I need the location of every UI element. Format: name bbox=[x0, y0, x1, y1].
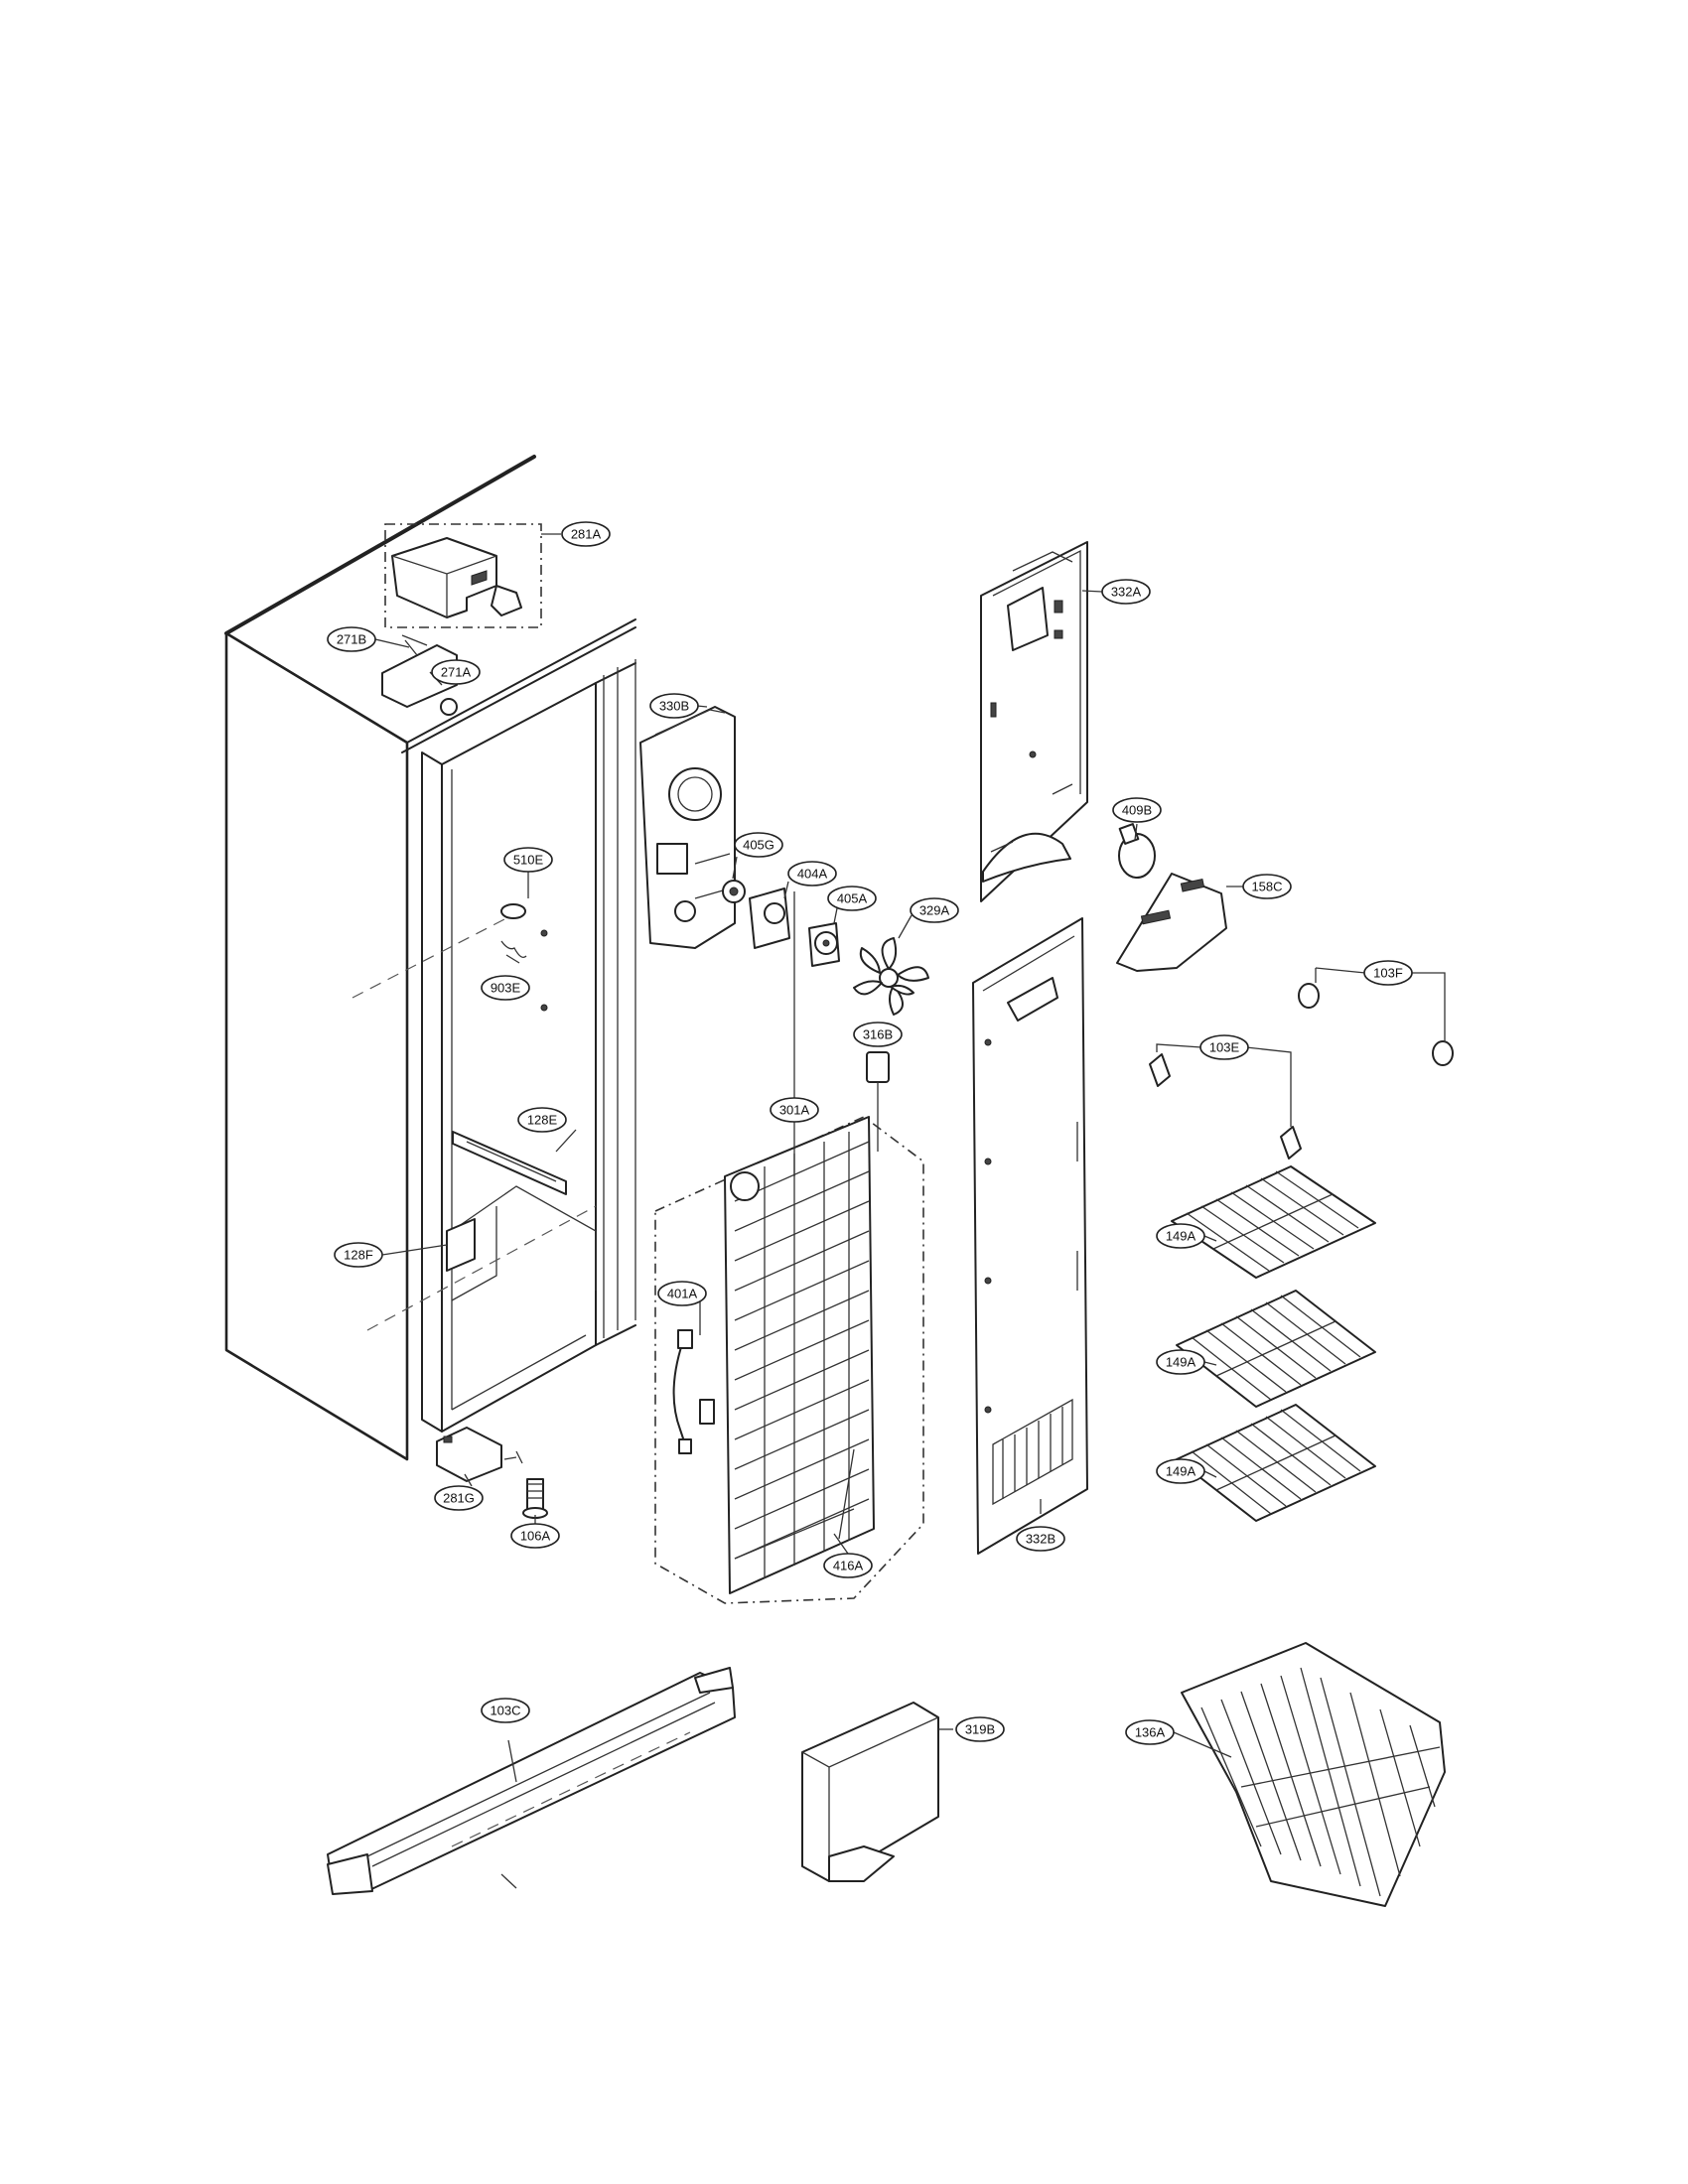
callout-409B: 409B bbox=[1112, 797, 1162, 823]
wire-harness bbox=[672, 1329, 715, 1454]
wire-shelf-3 bbox=[1176, 1404, 1376, 1522]
callout-903E: 903E bbox=[481, 975, 530, 1001]
svg-text:903E: 903E bbox=[491, 981, 521, 996]
callout-136A: 136A bbox=[1125, 1719, 1175, 1745]
svg-text:404A: 404A bbox=[797, 867, 828, 882]
wire-basket bbox=[1181, 1642, 1446, 1907]
svg-text:136A: 136A bbox=[1135, 1725, 1166, 1740]
shelf-supports bbox=[1149, 983, 1454, 1160]
upper-duct-panel bbox=[980, 541, 1088, 902]
svg-text:329A: 329A bbox=[919, 903, 950, 918]
callout-405A: 405A bbox=[827, 886, 877, 911]
svg-text:103E: 103E bbox=[1209, 1040, 1240, 1055]
callout-103C: 103C bbox=[481, 1698, 530, 1723]
light-bulb bbox=[1118, 823, 1156, 879]
callout-401A: 401A bbox=[657, 1281, 707, 1306]
svg-text:319B: 319B bbox=[965, 1722, 995, 1737]
freezer-cabinet bbox=[224, 455, 636, 1482]
lower-duct-cover bbox=[972, 917, 1088, 1555]
svg-text:103C: 103C bbox=[490, 1704, 520, 1718]
svg-text:128E: 128E bbox=[527, 1113, 558, 1128]
wire-shelf-1 bbox=[1171, 1165, 1376, 1279]
leader-lines bbox=[374, 533, 1446, 1783]
svg-text:416A: 416A bbox=[833, 1559, 864, 1573]
svg-text:405G: 405G bbox=[743, 838, 774, 853]
svg-text:316B: 316B bbox=[863, 1027, 893, 1042]
fan-motor-parts bbox=[722, 880, 929, 1016]
svg-text:281A: 281A bbox=[571, 527, 602, 542]
svg-text:149A: 149A bbox=[1166, 1229, 1196, 1244]
callout-281G: 281G bbox=[434, 1485, 484, 1511]
svg-text:149A: 149A bbox=[1166, 1464, 1196, 1479]
svg-text:271A: 271A bbox=[441, 665, 472, 680]
callout-149A-bottom: 149A bbox=[1156, 1458, 1205, 1484]
svg-text:106A: 106A bbox=[520, 1529, 551, 1544]
callout-149A-middle: 149A bbox=[1156, 1349, 1205, 1375]
svg-text:330B: 330B bbox=[659, 699, 689, 714]
control-box-assembly bbox=[384, 523, 542, 628]
bottom-grille bbox=[327, 1667, 736, 1895]
callout-106A: 106A bbox=[510, 1523, 560, 1549]
callout-128F: 128F bbox=[334, 1242, 383, 1268]
callout-281A: 281A bbox=[561, 521, 611, 547]
lamp-cover bbox=[1116, 873, 1227, 972]
shelf-rail bbox=[452, 1131, 567, 1195]
callout-149A-top: 149A bbox=[1156, 1223, 1205, 1249]
svg-text:281G: 281G bbox=[443, 1491, 475, 1506]
svg-text:409B: 409B bbox=[1122, 803, 1152, 818]
svg-text:271B: 271B bbox=[337, 632, 366, 647]
callout-330B: 330B bbox=[649, 693, 699, 719]
callout-332A: 332A bbox=[1101, 579, 1151, 605]
svg-text:128F: 128F bbox=[344, 1248, 373, 1263]
callout-271A: 271A bbox=[431, 659, 481, 685]
callout-319B: 319B bbox=[955, 1716, 1005, 1742]
callout-316B: 316B bbox=[853, 1022, 903, 1047]
callout-103E: 103E bbox=[1199, 1034, 1249, 1060]
rail-bracket bbox=[446, 1218, 476, 1272]
svg-text:405A: 405A bbox=[837, 891, 868, 906]
drain-cover bbox=[801, 1702, 939, 1882]
svg-text:158C: 158C bbox=[1251, 880, 1282, 894]
callout-103F: 103F bbox=[1363, 960, 1413, 986]
evaporator-assembly bbox=[654, 1116, 924, 1604]
callout-510E: 510E bbox=[503, 847, 553, 873]
svg-text:510E: 510E bbox=[513, 853, 544, 868]
evaporator-gasket bbox=[866, 1051, 890, 1152]
callout-301A: 301A bbox=[770, 1097, 819, 1123]
callout-329A: 329A bbox=[910, 897, 959, 923]
callout-158C: 158C bbox=[1242, 874, 1292, 899]
svg-text:401A: 401A bbox=[667, 1287, 698, 1301]
fan-housing bbox=[639, 706, 736, 949]
callout-271B: 271B bbox=[327, 626, 376, 652]
svg-text:103F: 103F bbox=[1373, 966, 1403, 981]
callout-416A: 416A bbox=[823, 1553, 873, 1578]
callout-332B: 332B bbox=[1016, 1526, 1065, 1552]
svg-text:301A: 301A bbox=[779, 1103, 810, 1118]
callout-404A: 404A bbox=[787, 861, 837, 887]
svg-text:149A: 149A bbox=[1166, 1355, 1196, 1370]
leveling-leg bbox=[503, 1450, 548, 1519]
callout-405G: 405G bbox=[734, 832, 783, 858]
callout-128E: 128E bbox=[517, 1107, 567, 1133]
svg-text:332B: 332B bbox=[1026, 1532, 1055, 1547]
wire-shelf-2 bbox=[1176, 1290, 1376, 1408]
svg-text:332A: 332A bbox=[1111, 585, 1142, 600]
